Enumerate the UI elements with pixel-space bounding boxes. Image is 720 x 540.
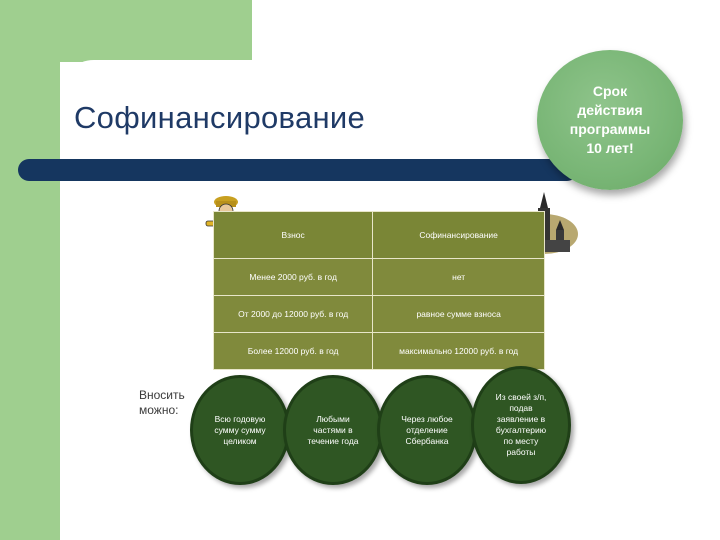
title-divider-bar (18, 159, 578, 181)
payment-label: Вносить можно: (139, 388, 185, 417)
table-cell: Менее 2000 руб. в год (212, 258, 374, 296)
payment-option-lump-sum: Всю годовую сумму сумму целиком (190, 375, 290, 485)
table-row: Более 12000 руб. в год максимально 12000… (212, 332, 545, 370)
table-header-cofinancing: Софинансирование (372, 211, 545, 259)
table-cell: нет (372, 258, 545, 296)
table-cell: максимально 12000 руб. в год (372, 332, 545, 370)
payment-option-salary: Из своей з/п, подав заявление в бухгалте… (471, 366, 571, 484)
program-duration-badge: Срок действия программы 10 лет! (537, 50, 683, 190)
payment-option-installments: Любыми частями в течение года (283, 375, 383, 485)
table-header-row: Взнос Софинансирование (212, 211, 545, 259)
payment-option-text: Всю годовую сумму сумму целиком (214, 413, 266, 446)
payment-option-sberbank: Через любое отделение Сбербанка (377, 375, 477, 485)
slide-title: Софинансирование (74, 100, 366, 135)
table-row: От 2000 до 12000 руб. в год равное сумме… (212, 295, 545, 333)
table-cell: От 2000 до 12000 руб. в год (212, 295, 374, 333)
table-cell: Более 12000 руб. в год (212, 332, 374, 370)
payment-option-text: Через любое отделение Сбербанка (401, 413, 453, 446)
payment-option-text: Из своей з/п, подав заявление в бухгалте… (495, 392, 547, 457)
program-duration-text: Срок действия программы 10 лет! (569, 83, 651, 156)
payment-option-text: Любыми частями в течение года (307, 413, 359, 446)
green-frame-left (0, 0, 60, 540)
cofinancing-table: Взнос Софинансирование Менее 2000 руб. в… (212, 211, 545, 370)
table-header-contribution: Взнос (212, 211, 374, 259)
table-cell: равное сумме взноса (372, 295, 545, 333)
table-row: Менее 2000 руб. в год нет (212, 258, 545, 296)
